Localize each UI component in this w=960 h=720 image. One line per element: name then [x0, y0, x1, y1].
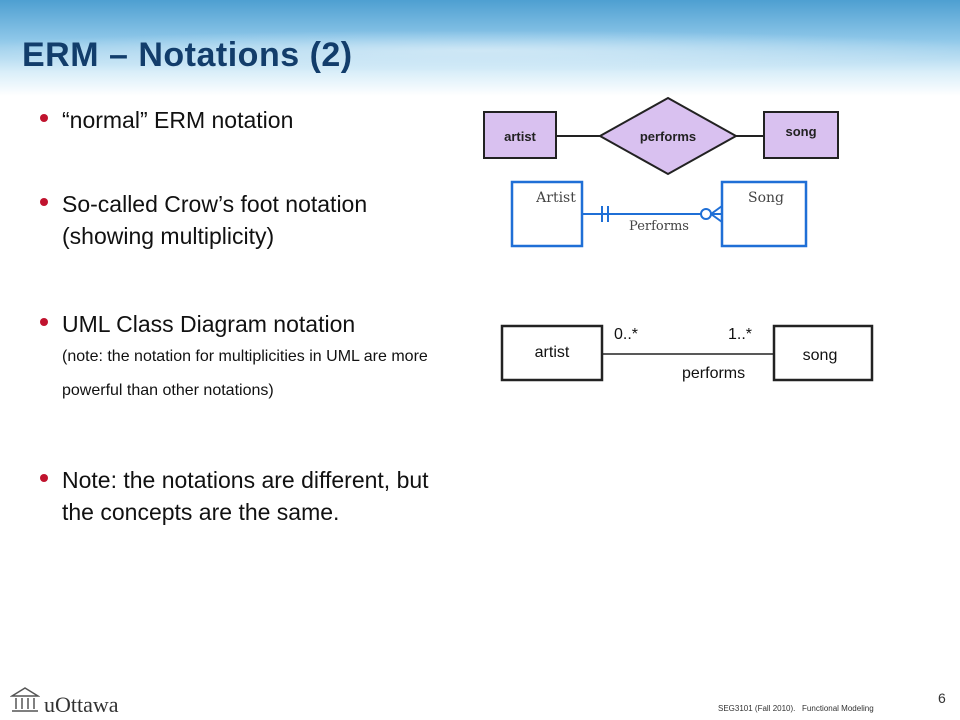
page-number: 6 — [938, 690, 946, 706]
bullet-text: “normal” ERM notation — [62, 107, 294, 133]
header-wave — [0, 30, 960, 70]
bullet-dot — [40, 114, 48, 122]
erm-relationship-diamond — [597, 96, 739, 176]
crowsfoot-zero-mark — [700, 208, 712, 220]
uml-class-song — [772, 324, 874, 382]
slide-title: ERM – Notations (2) — [22, 36, 353, 74]
notation-diagrams: artist performs song Artist Song Perform… — [483, 96, 874, 382]
slide-header — [0, 0, 960, 96]
uml-diagram: artist song 0..* 1..* performs — [500, 324, 874, 382]
erm-diagram: artist performs song — [483, 96, 839, 176]
crowsfoot-many-mark — [710, 205, 723, 215]
bullet-dot — [40, 198, 48, 206]
crowsfoot-relationship-label: Performs — [629, 219, 689, 234]
erm-entity-song — [763, 111, 839, 159]
uml-multiplicity-left: 0..* — [614, 326, 638, 343]
uml-association-label: performs — [682, 365, 745, 382]
footer-course-text: SEG3101 (Fall 2010). Functional Modeling — [718, 704, 874, 713]
erm-entity-song-label: song — [785, 124, 816, 139]
uml-multiplicity-right: 1..* — [728, 326, 752, 343]
crowsfoot-entity-artist — [510, 180, 584, 248]
uml-class-song-label: song — [803, 347, 838, 364]
bullet-text-block: UML Class Diagram notation (note: the no… — [62, 308, 482, 408]
bullet-dot — [40, 474, 48, 482]
uottawa-building-icon — [10, 687, 40, 712]
crowsfoot-entity-song-label: Song — [748, 190, 784, 206]
erm-entity-artist-label: artist — [504, 129, 536, 144]
bullet-subtext: (note: the notation for multiplicities i… — [62, 348, 428, 399]
bullet-text: Note: the notations are different, but t… — [62, 467, 429, 525]
uottawa-logo-text: uOttawa — [44, 692, 119, 717]
crowsfoot-entity-artist-label: Artist — [535, 190, 576, 206]
erm-entity-artist — [483, 111, 557, 159]
bullet-text: So-called Crow’s foot notation (showing … — [62, 191, 368, 249]
uml-class-artist-label: artist — [535, 344, 570, 361]
bullet-dot — [40, 318, 48, 326]
crowsfoot-diagram: Artist Song Performs — [510, 180, 808, 248]
crowsfoot-many-mark — [710, 213, 723, 223]
bullet-text: UML Class Diagram notation — [62, 311, 356, 337]
erm-relationship-label: performs — [640, 129, 696, 144]
uml-class-artist — [500, 324, 604, 382]
